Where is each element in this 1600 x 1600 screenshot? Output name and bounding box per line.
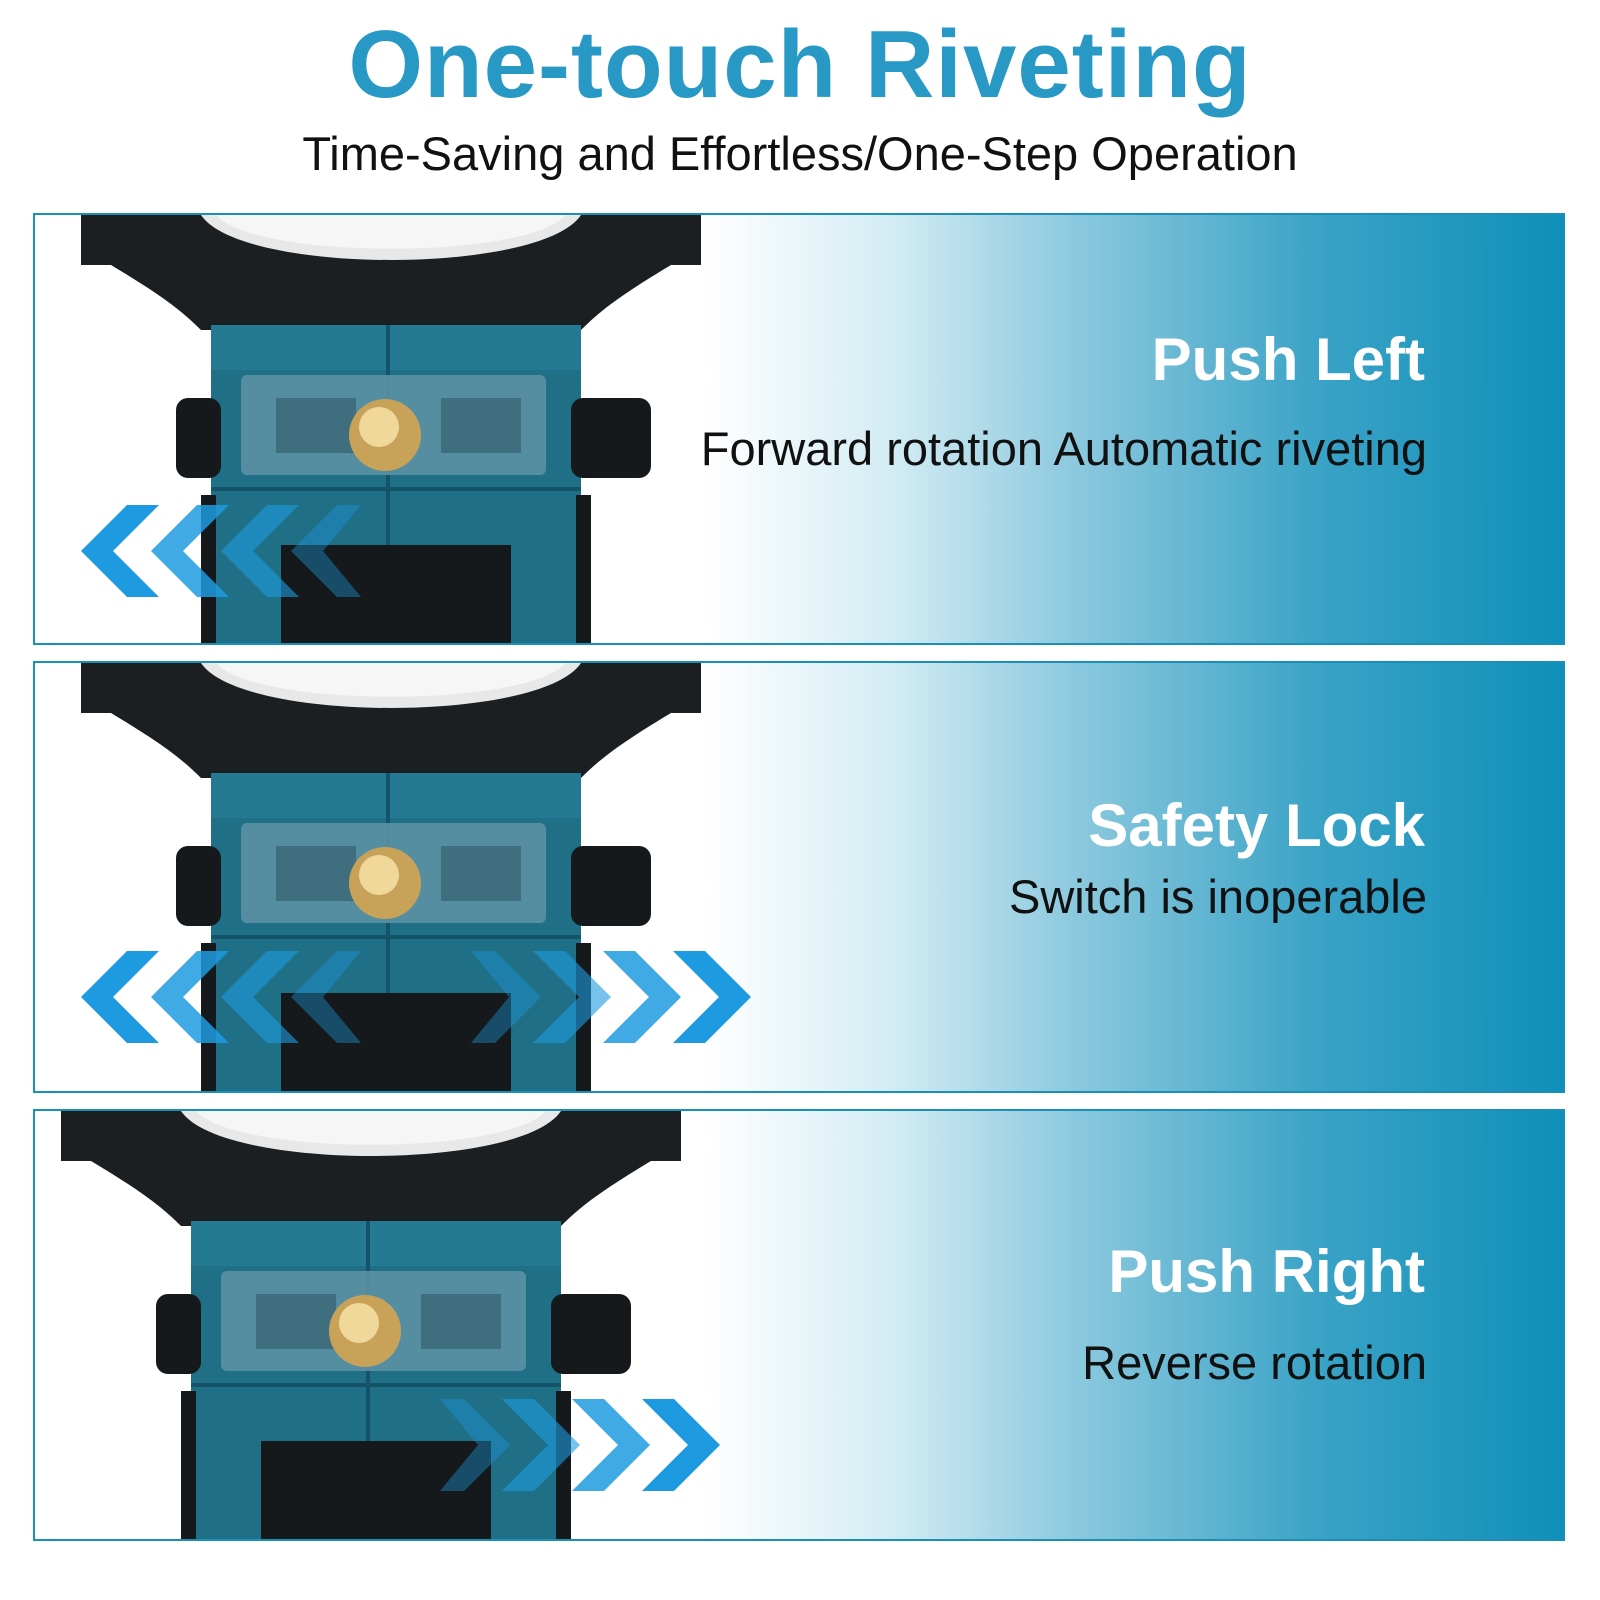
arrows-left-icon: [81, 951, 361, 1043]
panel-safety-lock: Safety Lock Switch is inoperable: [33, 661, 1565, 1093]
panel-description: Switch is inoperable: [1009, 870, 1427, 923]
page-title: One-touch Riveting: [348, 11, 1252, 118]
arrows-right-icon: [471, 951, 751, 1043]
panel-heading: Push Right: [1108, 1238, 1425, 1305]
panel-description: Forward rotation Automatic riveting: [700, 422, 1427, 475]
page-subtitle: Time-Saving and Effortless/One-Step Oper…: [302, 127, 1298, 180]
panel-description: Reverse rotation: [1082, 1336, 1427, 1389]
rivet-tool-switch-image: [81, 663, 701, 1091]
rivet-tool-switch-image: [81, 215, 701, 643]
panel-heading: Push Left: [1151, 326, 1425, 393]
arrows-left-icon: [81, 505, 361, 597]
panel-heading: Safety Lock: [1088, 792, 1425, 859]
arrows-right-icon: [440, 1399, 720, 1491]
panel-push-left: Push Left Forward rotation Automatic riv…: [33, 213, 1565, 645]
rivet-tool-switch-image: [61, 1111, 681, 1539]
panel-push-right: Push Right Reverse rotation: [33, 1109, 1565, 1541]
